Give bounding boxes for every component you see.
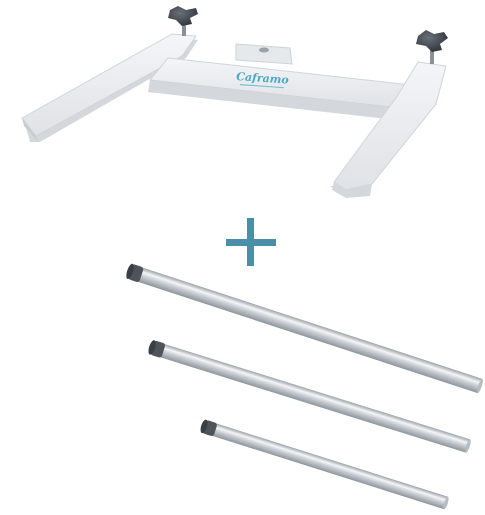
stand-right-leg-side — [332, 182, 372, 198]
plus-icon — [226, 218, 276, 266]
left-knob-icon — [168, 6, 198, 36]
right-knob-icon — [416, 30, 448, 64]
stand-left-leg — [21, 33, 197, 137]
stand-crossbar-shade — [148, 80, 400, 120]
rod-end — [477, 378, 483, 394]
stand-base-icon: Caframo — [21, 6, 448, 198]
support-rod-icon — [126, 263, 483, 394]
support-rod-icon — [200, 419, 449, 510]
rod-cap-face — [126, 263, 134, 280]
stand-left-leg-end — [22, 118, 38, 142]
stand-center-block — [235, 43, 293, 65]
brand-logo: Caframo — [236, 70, 289, 87]
rod-end — [443, 496, 449, 510]
stand-center-hole — [259, 47, 269, 53]
rod-cap-face — [200, 419, 208, 434]
rod-end — [465, 439, 471, 453]
support-rod-icon — [148, 340, 471, 453]
support-rods-group — [126, 263, 483, 510]
rod-body — [204, 420, 448, 510]
logo-tagline-line — [239, 84, 284, 89]
rod-body — [151, 341, 471, 453]
rod-cap-face — [148, 340, 156, 355]
rod-body — [129, 264, 483, 394]
